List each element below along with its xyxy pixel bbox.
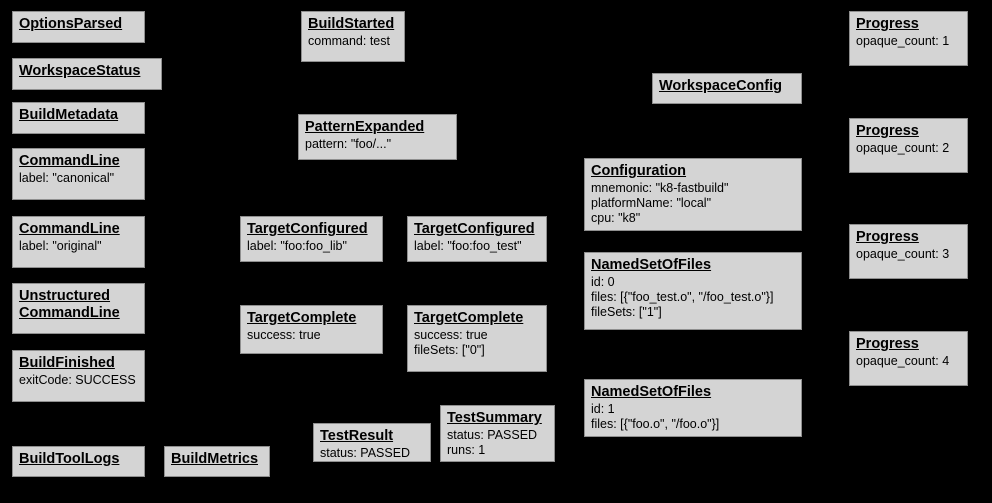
event-node-fields: status: PASSED [320, 446, 424, 461]
event-node-fields: opaque_count: 3 [856, 247, 961, 262]
event-node-fields: label: "foo:foo_lib" [247, 239, 376, 254]
event-node-title: TargetConfigured [414, 221, 535, 237]
event-node-title: Progress [856, 123, 919, 139]
event-node-build-metadata[interactable]: BuildMetadata [12, 102, 145, 134]
event-node-fields: opaque_count: 4 [856, 354, 961, 369]
event-node-build-started[interactable]: BuildStarted command: test [301, 11, 405, 62]
event-node-field: cpu: "k8" [591, 211, 641, 225]
event-node-field: files: [{"foo_test.o", "/foo_test.o"}] [591, 290, 774, 304]
event-node-title: WorkspaceConfig [659, 78, 783, 94]
event-node-progress-3[interactable]: Progress opaque_count: 3 [849, 224, 968, 279]
event-node-progress-1[interactable]: Progress opaque_count: 1 [849, 11, 968, 66]
event-node-title: BuildMetrics [171, 451, 259, 467]
event-node-workspace-status[interactable]: WorkspaceStatus [12, 58, 162, 90]
event-node-field: mnemonic: "k8-fastbuild" [591, 181, 729, 195]
event-node-fields: opaque_count: 2 [856, 141, 961, 156]
event-node-field: fileSets: ["1"] [591, 305, 662, 319]
event-node-title: BuildToolLogs [19, 451, 120, 467]
event-node-fields: mnemonic: "k8-fastbuild"platformName: "l… [591, 181, 795, 226]
event-node-title: CommandLine [19, 221, 120, 237]
event-node-field: id: 1 [591, 402, 615, 416]
event-node-progress-4[interactable]: Progress opaque_count: 4 [849, 331, 968, 386]
event-node-title: WorkspaceStatus [19, 63, 141, 79]
event-node-unstructured-command-line[interactable]: Unstructured CommandLine [12, 283, 145, 334]
event-node-field: status: PASSED [320, 446, 411, 460]
event-node-title: Progress [856, 336, 919, 352]
event-node-title: Progress [856, 16, 919, 32]
event-node-title: BuildStarted [308, 16, 395, 32]
event-node-field: pattern: "foo/..." [305, 137, 392, 151]
event-node-fields: exitCode: SUCCESS [19, 373, 138, 388]
event-node-field: id: 0 [591, 275, 615, 289]
event-node-field: opaque_count: 4 [856, 354, 950, 368]
event-node-title: Unstructured CommandLine [19, 288, 120, 321]
event-node-field: files: [{"foo.o", "/foo.o"}] [591, 417, 720, 431]
event-node-field: fileSets: ["0"] [414, 343, 485, 357]
event-node-title: BuildMetadata [19, 107, 119, 123]
event-node-field: label: "canonical" [19, 171, 115, 185]
event-node-fields: success: true [247, 328, 376, 343]
event-node-target-configured-foo-lib[interactable]: TargetConfigured label: "foo:foo_lib" [240, 216, 383, 262]
event-node-target-complete-lib[interactable]: TargetComplete success: true [240, 305, 383, 354]
event-node-field: opaque_count: 3 [856, 247, 950, 261]
event-node-field: opaque_count: 2 [856, 141, 950, 155]
event-node-field: success: true [247, 328, 321, 342]
event-node-title: TestResult [320, 428, 394, 444]
event-node-configuration[interactable]: Configuration mnemonic: "k8-fastbuild"pla… [584, 158, 802, 231]
event-node-field: success: true [414, 328, 488, 342]
event-node-title: TargetConfigured [247, 221, 368, 237]
event-node-fields: label: "foo:foo_test" [414, 239, 540, 254]
event-node-fields: pattern: "foo/..." [305, 137, 450, 152]
event-node-title: PatternExpanded [305, 119, 425, 135]
event-node-field: platformName: "local" [591, 196, 712, 210]
event-node-target-configured-foo-test[interactable]: TargetConfigured label: "foo:foo_test" [407, 216, 547, 262]
event-node-field: runs: 1 [447, 443, 486, 457]
event-node-fields: opaque_count: 1 [856, 34, 961, 49]
event-node-build-metrics[interactable]: BuildMetrics [164, 446, 270, 477]
event-node-test-result[interactable]: TestResult status: PASSED [313, 423, 431, 462]
event-node-command-line-canonical[interactable]: CommandLine label: "canonical" [12, 148, 145, 200]
event-node-field: label: "original" [19, 239, 102, 253]
event-node-fields: label: "canonical" [19, 171, 138, 186]
event-node-field: opaque_count: 1 [856, 34, 950, 48]
event-node-progress-2[interactable]: Progress opaque_count: 2 [849, 118, 968, 173]
event-node-fields: label: "original" [19, 239, 138, 254]
event-node-title: TestSummary [447, 410, 542, 426]
event-node-field: label: "foo:foo_lib" [247, 239, 347, 253]
event-node-title: CommandLine [19, 153, 120, 169]
event-node-pattern-expanded[interactable]: PatternExpanded pattern: "foo/..." [298, 114, 457, 160]
event-node-title: OptionsParsed [19, 16, 123, 32]
event-node-field: command: test [308, 34, 390, 48]
event-node-title: TargetComplete [414, 310, 524, 326]
event-node-field: status: PASSED [447, 428, 538, 442]
event-node-title: BuildFinished [19, 355, 115, 371]
event-node-field: label: "foo:foo_test" [414, 239, 522, 253]
event-node-build-finished[interactable]: BuildFinished exitCode: SUCCESS [12, 350, 145, 402]
event-node-build-tool-logs[interactable]: BuildToolLogs [12, 446, 145, 477]
event-node-command-line-original[interactable]: CommandLine label: "original" [12, 216, 145, 268]
event-node-title: TargetComplete [247, 310, 357, 326]
event-node-options-parsed[interactable]: OptionsParsed [12, 11, 145, 43]
event-node-field: exitCode: SUCCESS [19, 373, 136, 387]
event-node-workspace-config[interactable]: WorkspaceConfig [652, 73, 802, 104]
event-node-title: NamedSetOfFiles [591, 384, 712, 400]
event-node-title: Configuration [591, 163, 687, 179]
event-node-title: Progress [856, 229, 919, 245]
event-node-title: NamedSetOfFiles [591, 257, 712, 273]
event-node-fields: command: test [308, 34, 398, 49]
